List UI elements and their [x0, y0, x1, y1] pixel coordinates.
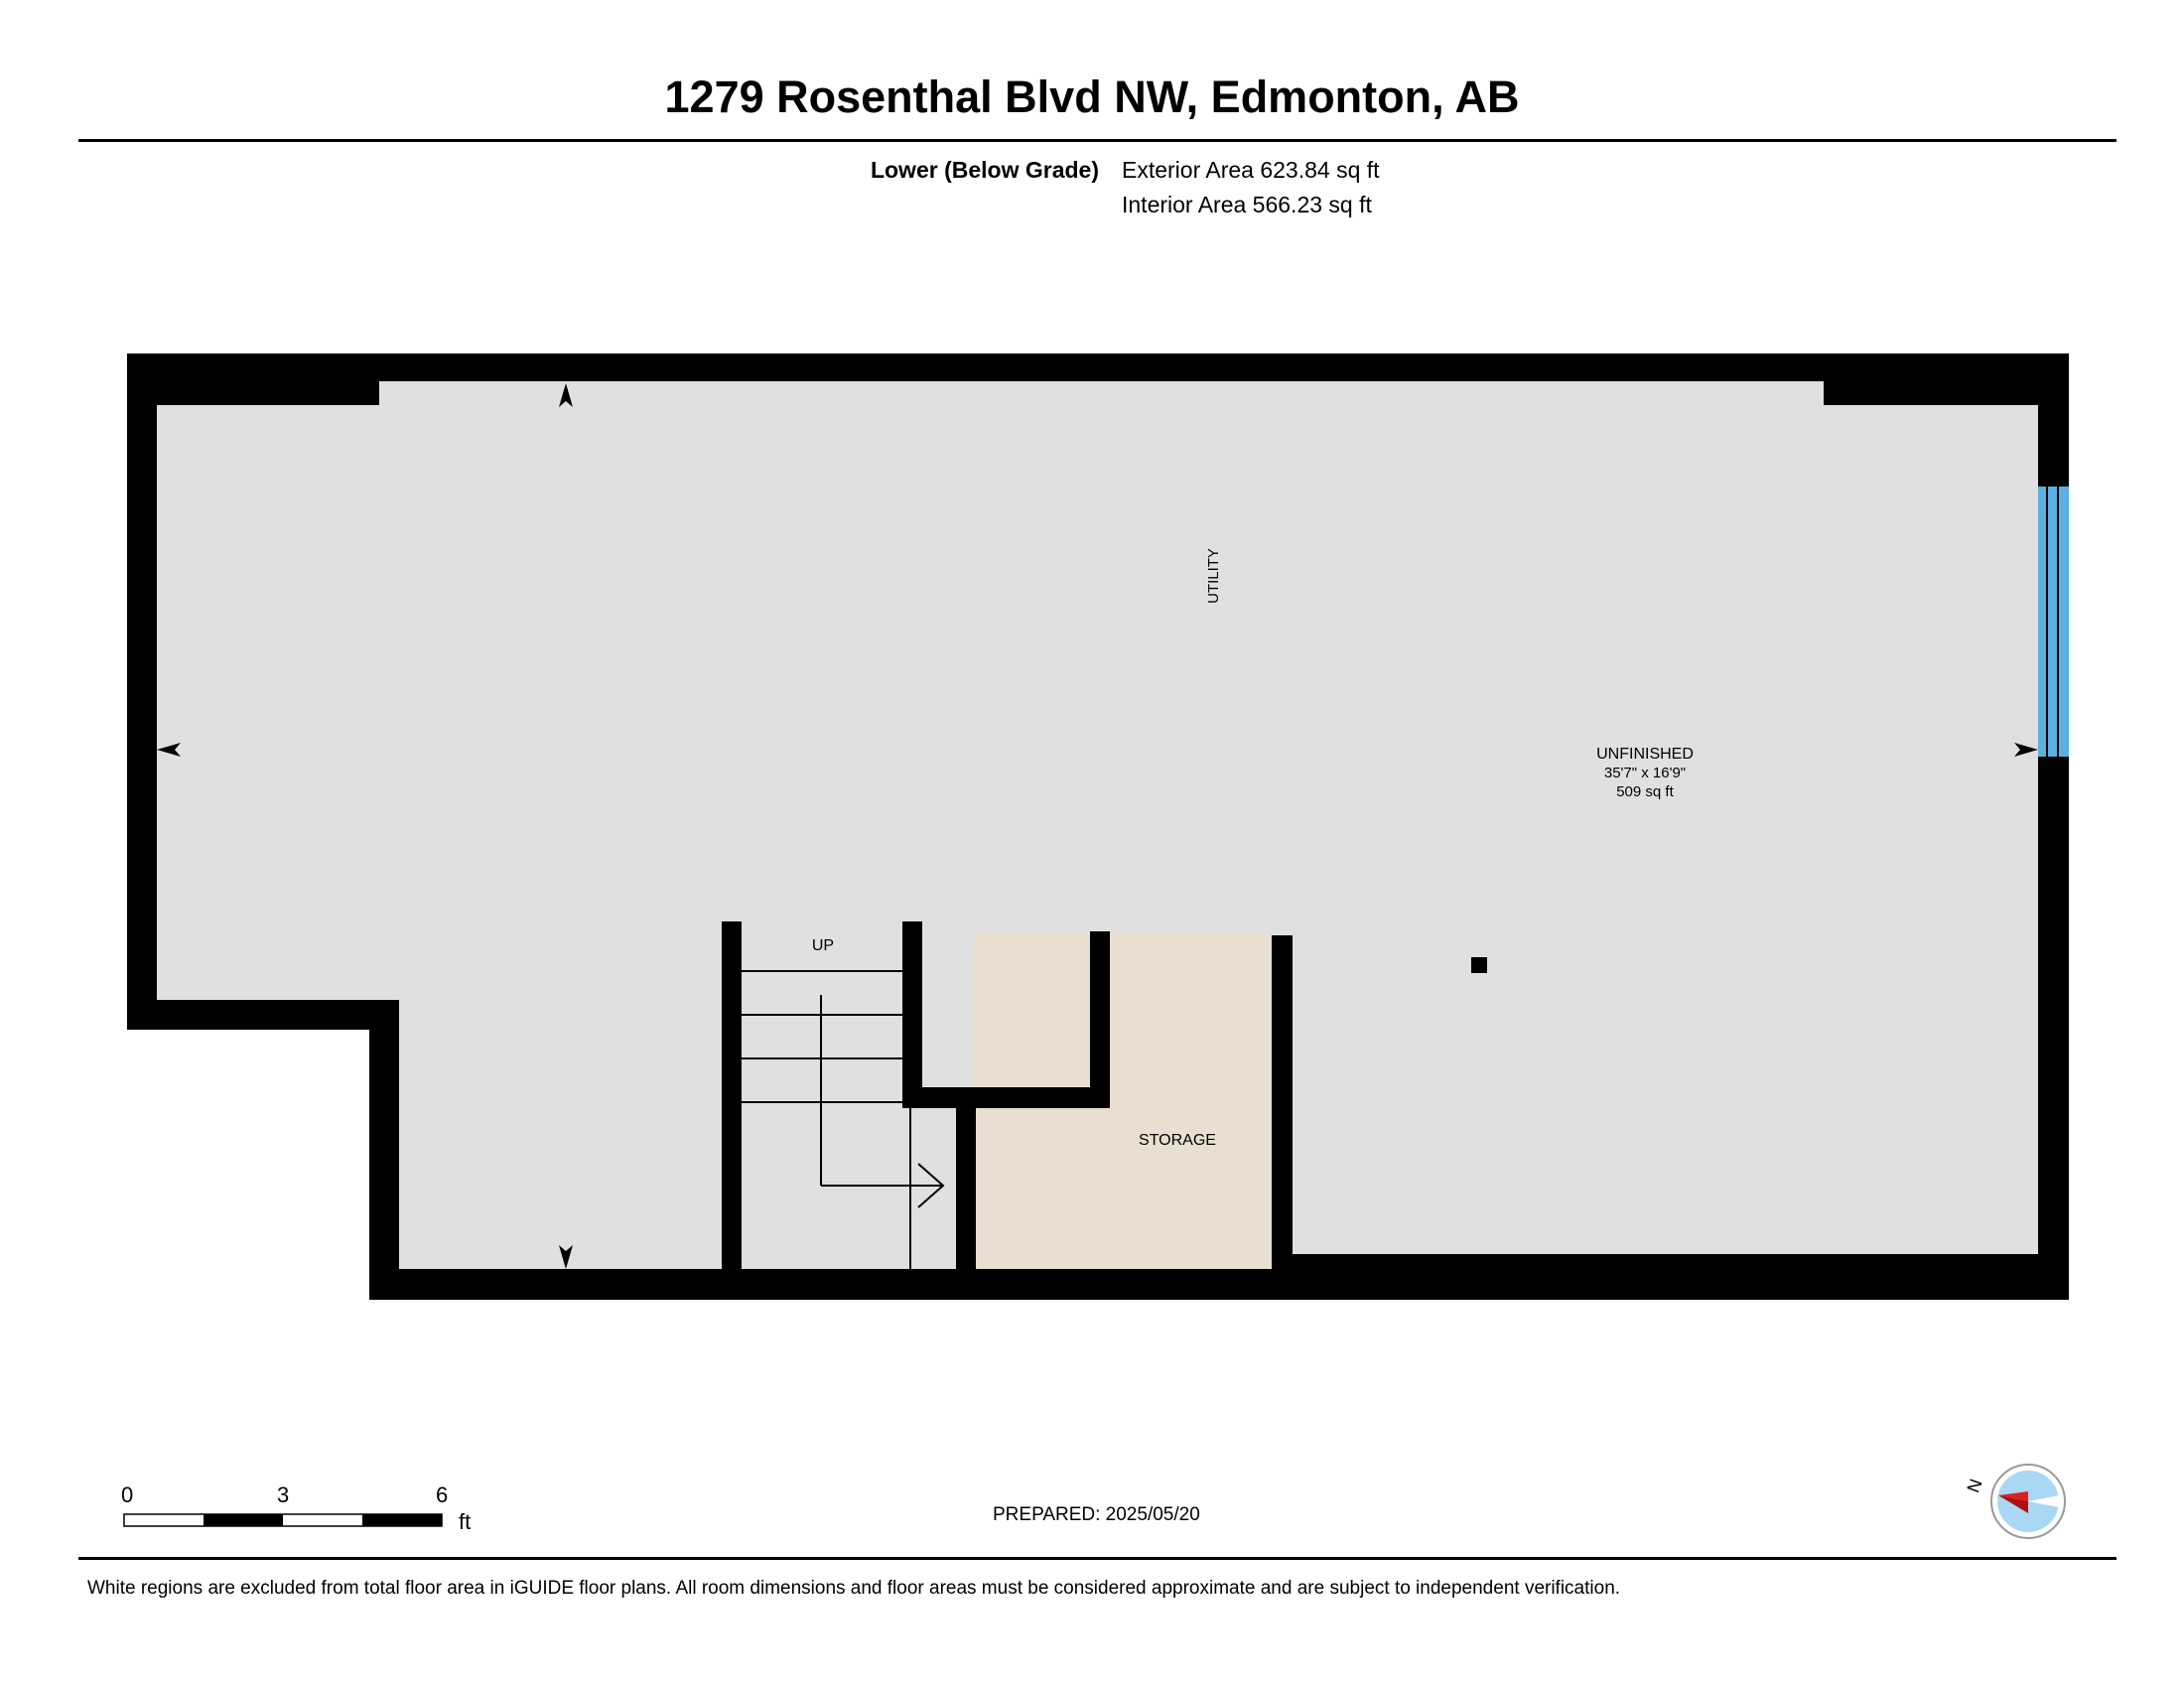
address-title: 1279 Rosenthal Blvd NW, Edmonton, AB: [664, 71, 1520, 122]
scale-tick-3: 3: [277, 1482, 290, 1507]
scale-tick-6: 6: [436, 1482, 449, 1507]
interior-walls: [722, 921, 1293, 1274]
scale-tick-0: 0: [121, 1482, 134, 1507]
exterior-area: Exterior Area 623.84 sq ft: [1122, 157, 1380, 183]
stairs-up-label: UP: [812, 937, 834, 954]
level-label: Lower (Below Grade): [870, 157, 1099, 183]
support-column: [1471, 957, 1487, 973]
storage-label: STORAGE: [1139, 1132, 1216, 1149]
unfinished-area: 509 sq ft: [1616, 783, 1674, 800]
floor-area: [129, 354, 2068, 1298]
window: [2038, 487, 2069, 757]
footer-rule: [78, 1557, 2116, 1560]
disclaimer: White regions are excluded from total fl…: [87, 1578, 1621, 1599]
stairs: [742, 970, 945, 1271]
utility-label: UTILITY: [1205, 548, 1222, 604]
prepared-date: PREPARED: 2025/05/20: [993, 1504, 1200, 1525]
exterior-walls: [127, 353, 2069, 1300]
header-rule: [78, 139, 2116, 142]
unfinished-label: UNFINISHED: [1596, 746, 1694, 763]
interior-area: Interior Area 566.23 sq ft: [1122, 192, 1372, 217]
unfinished-dimensions: 35'7" x 16'9": [1604, 765, 1686, 781]
compass-icon: [1990, 1464, 2066, 1539]
dimension-arrows: [157, 383, 2038, 1269]
scale-unit: ft: [459, 1509, 472, 1534]
scale-bar: [123, 1513, 443, 1527]
